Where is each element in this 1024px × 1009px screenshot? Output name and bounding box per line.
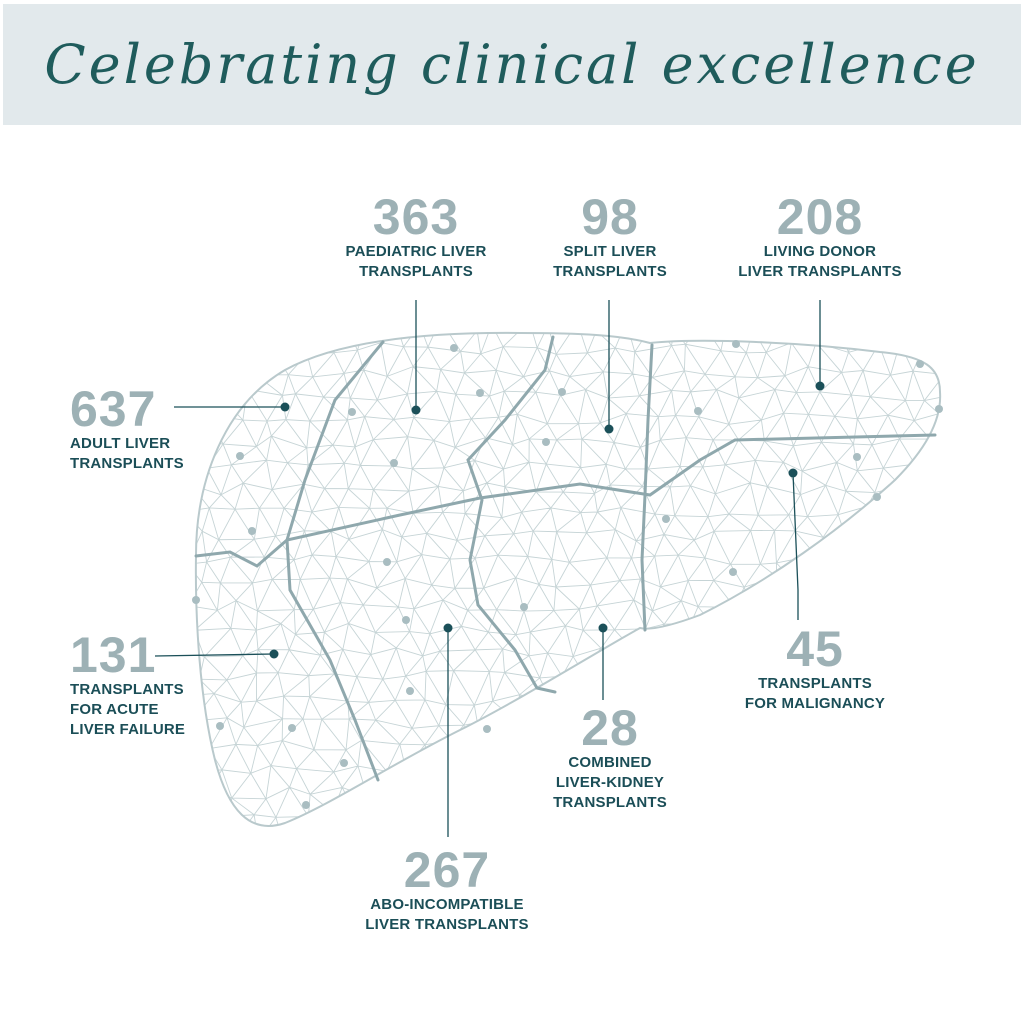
mesh-node-dot xyxy=(694,407,702,415)
mesh-node-dot xyxy=(383,558,391,566)
mesh-node-dot xyxy=(450,344,458,352)
stat-living-donor-value: 208 xyxy=(776,189,864,245)
mesh-node-dot xyxy=(916,360,924,368)
mesh-node-dot xyxy=(935,405,943,413)
header-banner: Celebrating clinical excellence xyxy=(3,4,1021,125)
mesh-node-dot xyxy=(476,389,484,397)
stat-abo: 267 ABO-INCOMPATIBLE LIVER TRANSPLANTS xyxy=(357,845,537,935)
mesh-node-dot xyxy=(853,453,861,461)
stat-living-donor-label: LIVING DONOR LIVER TRANSPLANTS xyxy=(738,243,902,280)
mesh-node-dot xyxy=(248,527,256,535)
stat-paediatric-value: 363 xyxy=(372,189,460,245)
page-title: Celebrating clinical excellence xyxy=(44,33,980,96)
mesh-node-dot xyxy=(406,687,414,695)
stat-paediatric: 363 PAEDIATRIC LIVER TRANSPLANTS xyxy=(336,192,496,282)
mesh-node-dot xyxy=(236,452,244,460)
stat-abo-label: ABO-INCOMPATIBLE LIVER TRANSPLANTS xyxy=(365,896,529,933)
stat-malignancy-value: 45 xyxy=(786,621,844,677)
stat-acute-label: TRANSPLANTS FOR ACUTE LIVER FAILURE xyxy=(70,681,186,738)
marker-dot-paediatric xyxy=(411,405,421,415)
stat-combined-value: 28 xyxy=(581,700,639,756)
stat-combined-label: COMBINED LIVER-KIDNEY TRANSPLANTS xyxy=(553,754,667,811)
stat-abo-value: 267 xyxy=(403,842,491,898)
marker-dot-malignancy xyxy=(788,468,798,478)
mesh-node-dot xyxy=(348,408,356,416)
stat-paediatric-label: PAEDIATRIC LIVER TRANSPLANTS xyxy=(345,243,487,280)
leader-line-malignancy xyxy=(792,472,799,620)
marker-dot-adult xyxy=(280,402,290,412)
mesh-node-dot xyxy=(390,459,398,467)
mesh-node-dot xyxy=(216,722,224,730)
stat-living-donor: 208 LIVING DONOR LIVER TRANSPLANTS xyxy=(725,192,915,282)
mesh-node-dot xyxy=(732,340,740,348)
stat-split-value: 98 xyxy=(581,189,639,245)
marker-dot-split xyxy=(604,424,614,434)
mesh-node-dot xyxy=(302,801,310,809)
marker-dot-living-donor xyxy=(815,381,825,391)
stat-malignancy-label: TRANSPLANTS FOR MALIGNANCY xyxy=(744,675,886,712)
mesh-node-dot xyxy=(542,438,550,446)
stat-adult: 637 ADULT LIVER TRANSPLANTS xyxy=(70,384,184,474)
mesh-node-dot xyxy=(558,388,566,396)
stat-split: 98 SPLIT LIVER TRANSPLANTS xyxy=(540,192,680,282)
stat-malignancy: 45 TRANSPLANTS FOR MALIGNANCY xyxy=(735,624,895,714)
mesh-node-dot xyxy=(729,568,737,576)
mesh-node-dot xyxy=(662,515,670,523)
marker-dot-combined xyxy=(598,623,608,633)
stat-split-label: SPLIT LIVER TRANSPLANTS xyxy=(553,243,667,280)
marker-dot-acute xyxy=(269,649,279,659)
mesh-node-dot xyxy=(288,724,296,732)
mesh-node-dot xyxy=(873,493,881,501)
stat-adult-value: 637 xyxy=(70,381,157,437)
stat-acute: 131 TRANSPLANTS FOR ACUTE LIVER FAILURE xyxy=(70,630,185,740)
marker-dot-abo xyxy=(443,623,453,633)
stat-combined: 28 COMBINED LIVER-KIDNEY TRANSPLANTS xyxy=(540,703,680,813)
stat-adult-label: ADULT LIVER TRANSPLANTS xyxy=(70,435,184,472)
mesh-node-dot xyxy=(520,603,528,611)
mesh-node-dot xyxy=(402,616,410,624)
mesh-node-dot xyxy=(483,725,491,733)
mesh-node-dot xyxy=(192,596,200,604)
leader-line-acute xyxy=(154,653,275,657)
stat-acute-value: 131 xyxy=(70,627,157,683)
mesh-node-dot xyxy=(340,759,348,767)
